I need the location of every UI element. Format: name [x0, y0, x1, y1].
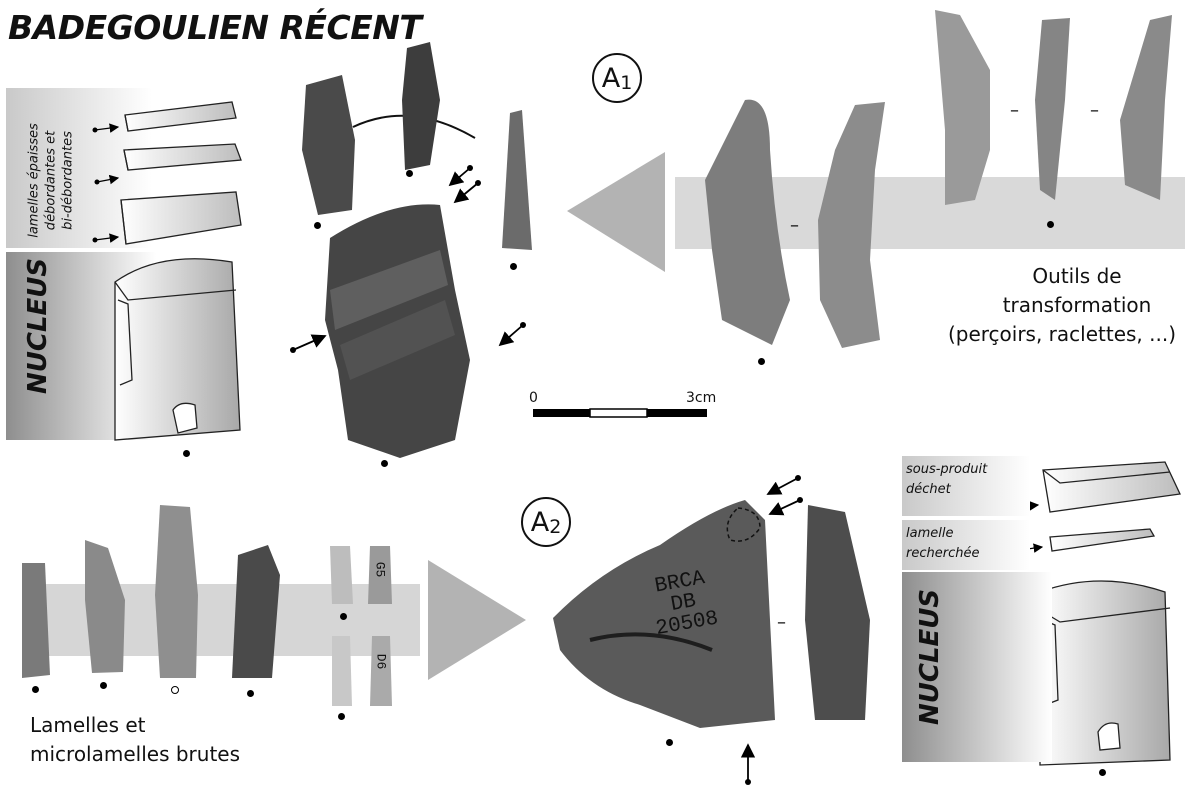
view-separator-tools: –	[790, 215, 799, 236]
byproduct-drawing	[1043, 462, 1180, 512]
bladelets-caption: Lamelles et microlamelles brutes	[30, 711, 240, 769]
orientation-dot-open	[171, 686, 179, 694]
flint-perforator-2	[1035, 18, 1070, 200]
scale-start-label: 0	[529, 390, 538, 406]
orientation-dot	[338, 713, 345, 720]
nucleus-drawing-bottom	[1040, 581, 1170, 765]
orientation-dot	[1047, 221, 1054, 228]
flint-bladelet-3	[155, 505, 198, 678]
view-separator-perf-2: –	[1090, 100, 1099, 121]
nucleus-drawing-top	[115, 259, 240, 440]
view-separator-perf-1: –	[1010, 100, 1019, 121]
orientation-dot	[183, 450, 190, 457]
flint-blade-a	[302, 75, 355, 215]
orientation-dot	[1099, 769, 1106, 776]
view-separator-core: –	[777, 612, 786, 633]
flint-perforator-1	[935, 10, 990, 205]
flint-bladelet-4	[232, 545, 280, 678]
byproduct-label: sous-produit déchet	[906, 460, 987, 500]
flint-microbladelet-4	[370, 636, 392, 706]
orientation-dot	[510, 263, 517, 270]
flint-microbladelet-3	[332, 636, 352, 706]
blade-drawing-1	[125, 102, 236, 131]
orientation-dot	[32, 686, 39, 693]
target-label: lamelle recherchée	[906, 524, 979, 564]
orientation-dot	[758, 358, 765, 365]
orientation-dot	[340, 613, 347, 620]
orientation-dot	[381, 460, 388, 467]
flint-blade-c	[502, 110, 532, 250]
flint-bladelet-2	[85, 540, 125, 673]
blade-drawing-3	[121, 192, 241, 244]
core-inscription: BRCA DB 20508	[647, 567, 720, 640]
target-bladelet-drawing	[1050, 529, 1154, 551]
orientation-dot	[406, 170, 413, 177]
bottom-nucleus-label: NUCLEUS	[915, 605, 945, 725]
orientation-dot	[100, 682, 107, 689]
orientation-dot	[314, 222, 321, 229]
blade-drawing-2	[124, 144, 241, 170]
orientation-dot	[666, 739, 673, 746]
flint-core-a2-side	[805, 505, 870, 720]
flint-perforator-3	[1120, 15, 1172, 200]
flint-microbladelet-1	[330, 546, 353, 604]
small-piece-mark-2: D6	[373, 654, 388, 670]
flint-tool-view-1	[705, 100, 790, 345]
flint-bladelet-1	[22, 563, 50, 678]
small-piece-mark-1: G5	[372, 562, 387, 578]
tools-caption: Outils de transformation (perçoirs, racl…	[957, 262, 1197, 349]
flint-blade-b	[402, 42, 440, 170]
orientation-dot	[247, 690, 254, 697]
scale-end-label: 3cm	[686, 390, 716, 406]
flint-tool-view-2	[818, 102, 885, 348]
